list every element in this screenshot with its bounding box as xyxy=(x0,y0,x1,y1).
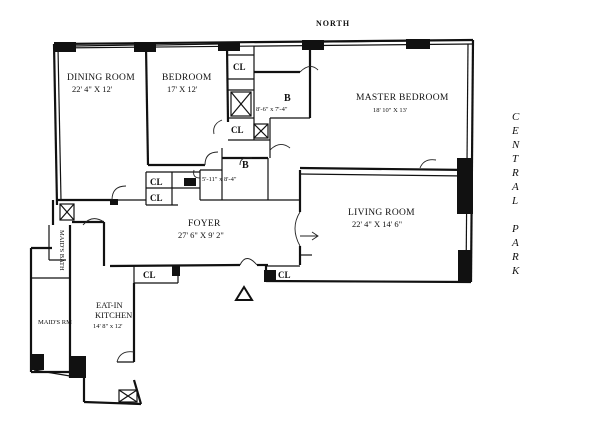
living-room-label: LIVING ROOM xyxy=(348,208,415,218)
bedroom-dims: 17' X 12' xyxy=(167,84,198,94)
kitchen-dims: 14' 8" x 12' xyxy=(93,323,122,330)
bath1-label: B xyxy=(284,93,291,104)
shafts xyxy=(59,91,269,403)
bath2-label: B xyxy=(242,160,249,171)
bath2-dims: 5'-11" x 8'-4" xyxy=(202,176,237,183)
dining-room-label: DINING ROOM xyxy=(67,73,135,83)
bath1-dims: 8'-6" x 7'-4" xyxy=(256,106,288,113)
entry-marker-icon xyxy=(234,285,254,301)
door-swings xyxy=(82,66,437,363)
park-letter: R xyxy=(511,167,519,179)
closet-label: CL xyxy=(233,62,246,72)
closet-label: CL xyxy=(150,193,163,203)
park-letter: A xyxy=(511,237,519,249)
master-bedroom-dims: 18' 10" X 13' xyxy=(373,107,407,114)
columns xyxy=(30,39,473,378)
closet-label: CL xyxy=(150,177,163,187)
park-letter: E xyxy=(511,125,519,137)
interior-walls xyxy=(112,45,471,267)
master-bedroom-label: MASTER BEDROOM xyxy=(356,93,449,103)
park-letter: R xyxy=(511,251,519,263)
kitchen-label-line2: KITCHEN xyxy=(95,310,132,320)
kitchen-label-line1: EAT-IN xyxy=(96,300,123,310)
dining-room-dims: 22' 4" X 12' xyxy=(72,84,113,94)
park-letter: P xyxy=(511,223,519,235)
closet-label: CL xyxy=(278,270,291,280)
foyer-label: FOYER xyxy=(188,219,221,229)
park-letter: K xyxy=(511,265,520,277)
living-room-dims: 22' 4" X 14' 6" xyxy=(352,219,402,229)
foyer-dims: 27' 6" X 9' 2" xyxy=(178,230,224,240)
park-letter: N xyxy=(511,139,520,151)
park-letter: C xyxy=(512,111,520,123)
closets: CL CL CL CL CL CL xyxy=(143,62,291,280)
closet-label: CL xyxy=(231,125,244,135)
bedroom-label: BEDROOM xyxy=(162,73,212,83)
central-park-label: C E N T R A L P A R K xyxy=(511,111,520,277)
closet-label: CL xyxy=(143,270,156,280)
park-letter: L xyxy=(511,195,518,207)
windows xyxy=(33,40,407,377)
north-label: NORTH xyxy=(316,19,350,28)
maids-bath-label: MAID'S BATH xyxy=(58,230,65,271)
park-letter: A xyxy=(511,181,519,193)
park-letter: T xyxy=(512,153,519,165)
maids-room-label: MAID'S RM xyxy=(38,319,72,326)
